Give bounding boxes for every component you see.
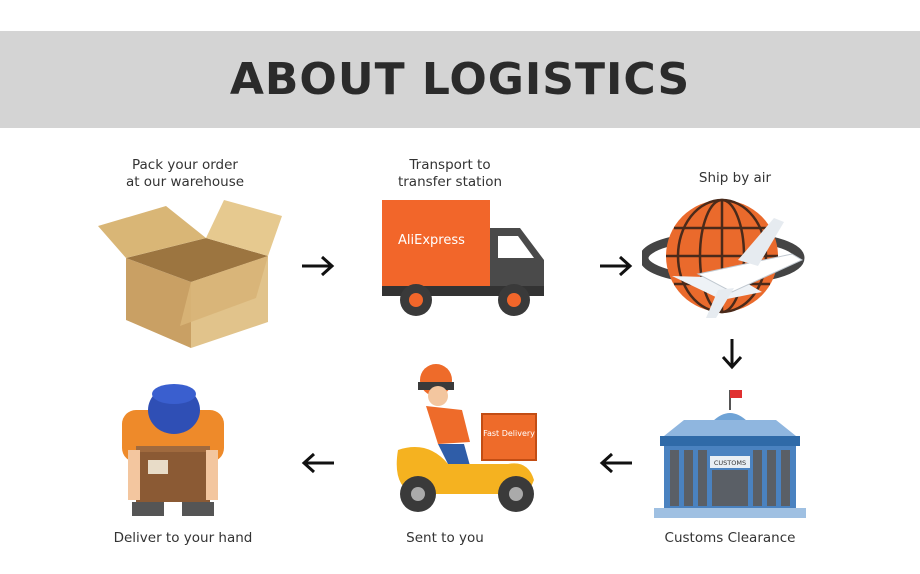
- scooter-courier-icon: Fast Delivery: [396, 364, 537, 512]
- globe-airplane-icon: [642, 198, 805, 318]
- arrow-right-icon: [302, 255, 335, 277]
- caption-ship-by-air: Ship by air: [698, 170, 772, 186]
- customs-building-icon: CUSTOMS: [654, 390, 806, 518]
- caption-sent-to-you: Sent to you: [406, 530, 484, 546]
- delivery-truck-icon: AliExpress: [382, 200, 544, 316]
- delivery-box-label: Fast Delivery: [483, 429, 535, 438]
- arrow-left-icon: [301, 452, 334, 474]
- caption-customs: Customs Clearance: [664, 530, 796, 546]
- caption-deliver: Deliver to your hand: [113, 530, 253, 546]
- customs-sign-label: CUSTOMS: [714, 459, 746, 467]
- caption-pack: Pack your order at our warehouse: [125, 157, 245, 190]
- truck-brand-label: AliExpress: [398, 233, 465, 248]
- arrow-left-icon: [599, 452, 632, 474]
- title-banner: ABOUT LOGISTICS: [0, 31, 920, 128]
- arrow-right-icon: [600, 255, 633, 277]
- cardboard-box-icon: [98, 200, 282, 348]
- arrow-down-icon: [721, 339, 743, 370]
- page-title: ABOUT LOGISTICS: [229, 54, 691, 105]
- courier-handing-box-icon: [122, 384, 224, 516]
- caption-transport: Transport to transfer station: [397, 157, 503, 190]
